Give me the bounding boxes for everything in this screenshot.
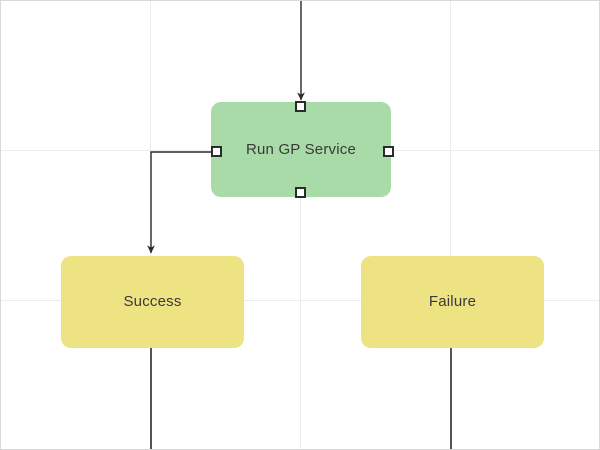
node-label-run-gp-service: Run GP Service (245, 140, 357, 158)
node-run-gp-service[interactable]: Run GP Service (211, 102, 391, 197)
port-handle-left[interactable] (211, 146, 222, 157)
node-label-failure: Failure (428, 293, 477, 310)
node-label-success: Success (123, 293, 182, 310)
port-handle-right[interactable] (383, 146, 394, 157)
port-handle-top[interactable] (295, 101, 306, 112)
edge-to-success[interactable] (147, 151, 215, 254)
port-handle-bottom[interactable] (295, 187, 306, 198)
node-failure[interactable]: Failure (361, 256, 544, 348)
node-success[interactable]: Success (61, 256, 244, 348)
